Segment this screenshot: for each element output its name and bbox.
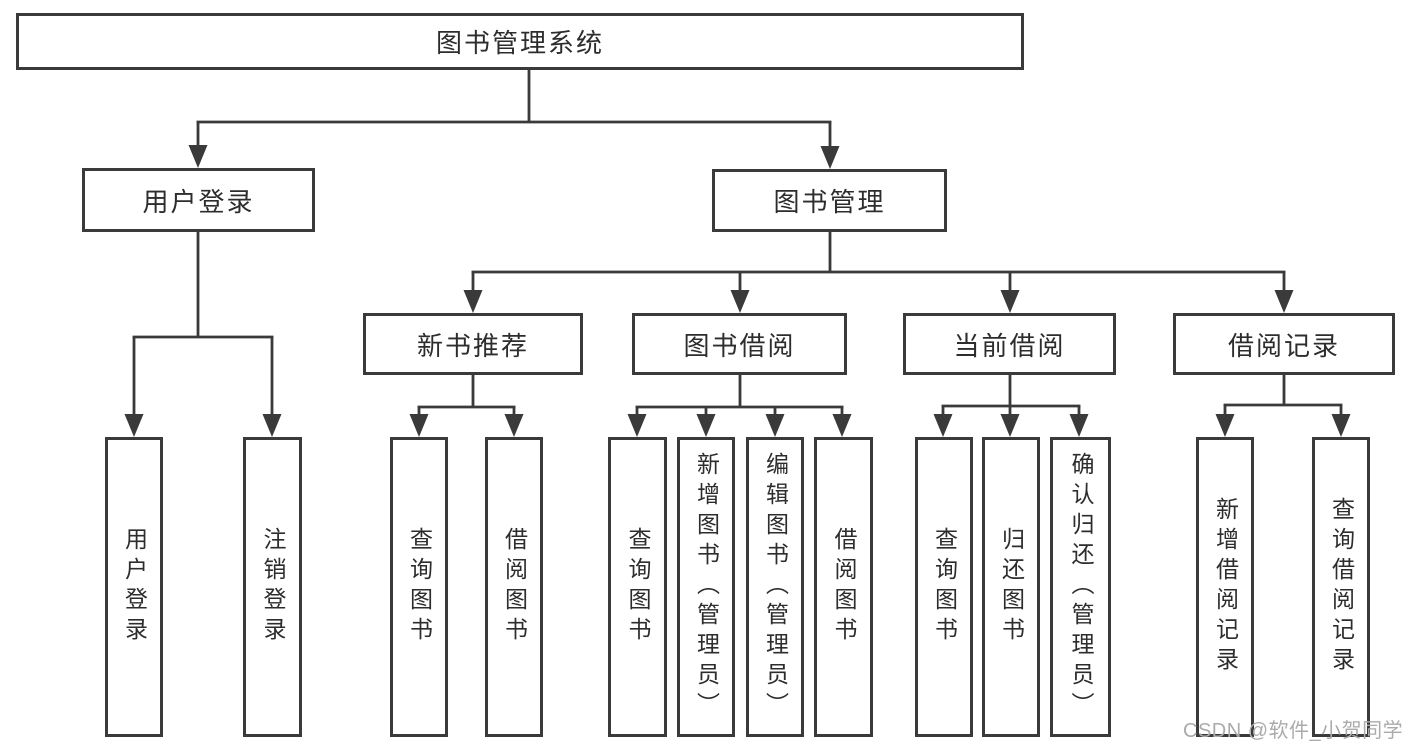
leaf-bb-query-books: 查询图书 — [608, 437, 667, 737]
leaf-cb-query-books: 查询图书 — [915, 437, 973, 737]
leaf-nbr-borrow-books: 借阅图书 — [485, 437, 543, 737]
node-user-login: 用户登录 — [82, 168, 315, 232]
leaf-user-login: 用户登录 — [105, 437, 163, 737]
leaf-br-add-record: 新增借阅记录 — [1196, 437, 1254, 737]
leaf-nbr-query-books: 查询图书 — [390, 437, 448, 737]
leaf-bb-add-book-admin: 新增图书（管理员） — [677, 437, 735, 737]
watermark: CSDN @软件_小贺同学 — [1183, 720, 1404, 742]
node-current-borrowing: 当前借阅 — [903, 313, 1116, 375]
leaf-cb-return-books: 归还图书 — [982, 437, 1040, 737]
leaf-bb-edit-book-admin: 编辑图书（管理员） — [746, 437, 804, 737]
node-book-borrowing: 图书借阅 — [632, 313, 847, 375]
leaf-cb-confirm-return-admin: 确认归还（管理员） — [1050, 437, 1111, 737]
node-new-book-recommendation: 新书推荐 — [363, 313, 583, 375]
leaf-logout: 注销登录 — [243, 437, 302, 737]
node-library-system: 图书管理系统 — [16, 13, 1024, 70]
leaf-bb-borrow-books: 借阅图书 — [814, 437, 873, 737]
node-book-management: 图书管理 — [712, 169, 947, 232]
leaf-br-query-record: 查询借阅记录 — [1312, 437, 1370, 737]
node-borrowing-records: 借阅记录 — [1173, 313, 1395, 375]
